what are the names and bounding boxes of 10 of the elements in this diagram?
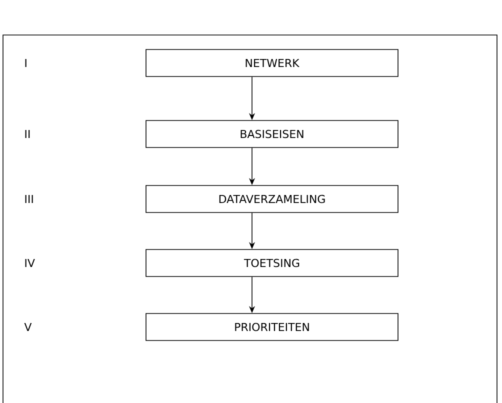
process-box: TOETSING <box>146 249 398 277</box>
step-number: I <box>25 58 26 67</box>
process-box: PRIORITEITEN <box>146 313 398 341</box>
process-box: DATAVERZAMELING <box>146 185 398 213</box>
process-box: NETWERK <box>146 49 398 77</box>
step-number: IV <box>25 258 35 267</box>
step-number: III <box>25 194 33 203</box>
process-box: BASISEISEN <box>146 120 398 148</box>
step-number: V <box>24 322 32 331</box>
step-number: II <box>25 130 30 138</box>
